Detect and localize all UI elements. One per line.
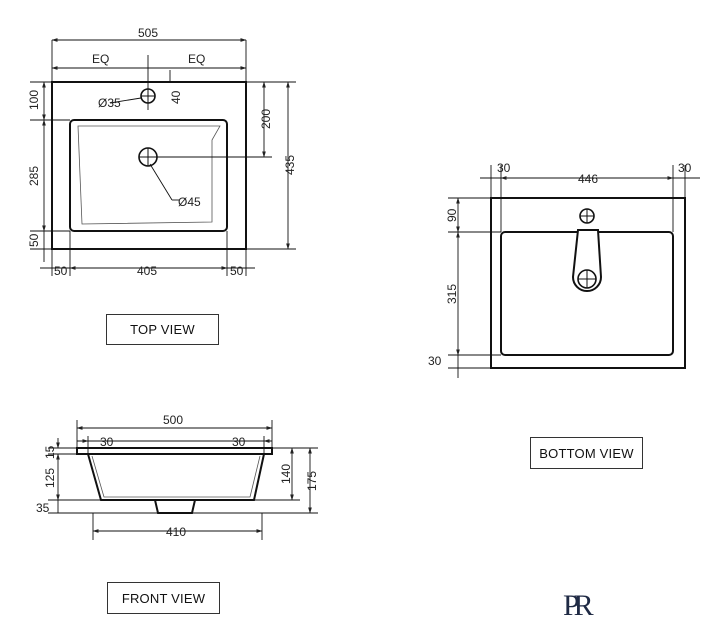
dim-bottom-bottom: 30: [428, 354, 442, 368]
front-view-dimension-text: 500 30 30 15 125 35 140 175 410: [36, 413, 319, 539]
dim-front-overall-width: 500: [163, 413, 183, 427]
dim-front-inner-height: 140: [279, 464, 293, 484]
dim-front-right-inset: 30: [232, 435, 246, 449]
front-view-bowl: [87, 453, 265, 501]
dim-drain: Ø45: [178, 195, 201, 209]
top-view: [30, 38, 296, 276]
front-view-bowl-inner: [91, 455, 261, 498]
dim-overall-width: 505: [138, 26, 158, 40]
top-view-label: TOP VIEW: [106, 314, 219, 345]
dim-front-base-width: 410: [166, 525, 186, 539]
dim-bottom-bowl: 315: [445, 284, 459, 304]
dim-back-margin: 100: [27, 90, 41, 110]
dim-front-rim: 15: [43, 445, 57, 459]
brand-logo: PR: [515, 589, 640, 622]
dim-bowl-width: 405: [137, 264, 157, 278]
top-view-bowl-inner: [77, 125, 221, 225]
front-view-label: FRONT VIEW: [107, 582, 220, 614]
front-view: [48, 420, 318, 540]
dim-front-left-inset: 30: [100, 435, 114, 449]
dim-eq-right: EQ: [188, 52, 205, 66]
bottom-view-outline: [490, 197, 686, 369]
top-view-outline: [51, 81, 247, 250]
dim-eq-left: EQ: [92, 52, 109, 66]
dim-front-overall-height: 175: [305, 471, 319, 491]
top-view-dimension-text: 505 EQ EQ Ø35 40 100 285 50 200 435 Ø45 …: [27, 26, 297, 278]
dim-front-bowl-depth: 125: [43, 468, 57, 488]
dim-bottom-left: 30: [497, 161, 511, 175]
dim-side-right: 50: [230, 264, 244, 278]
dim-tap-hole: Ø35: [98, 96, 121, 110]
dim-side-left: 50: [54, 264, 68, 278]
dim-overall-depth: 435: [283, 155, 297, 175]
front-view-waste: [154, 499, 196, 514]
dim-front-margin: 50: [27, 233, 41, 247]
dim-bottom-width: 446: [578, 172, 598, 186]
front-view-rim: [76, 447, 273, 455]
dim-front-waste: 35: [36, 501, 50, 515]
dim-drain-offset: 200: [259, 109, 273, 129]
top-view-bowl: [69, 119, 228, 232]
bottom-waste-channel: [571, 229, 603, 292]
dim-bowl-length: 285: [27, 166, 41, 186]
dim-tap-offset: 40: [169, 90, 183, 104]
bottom-view-label: BOTTOM VIEW: [530, 437, 643, 469]
dim-bottom-right: 30: [678, 161, 692, 175]
dim-bottom-top: 90: [445, 208, 459, 222]
bottom-view: [448, 165, 700, 378]
bottom-view-dimension-text: 30 446 30 90 315 30: [428, 161, 692, 368]
